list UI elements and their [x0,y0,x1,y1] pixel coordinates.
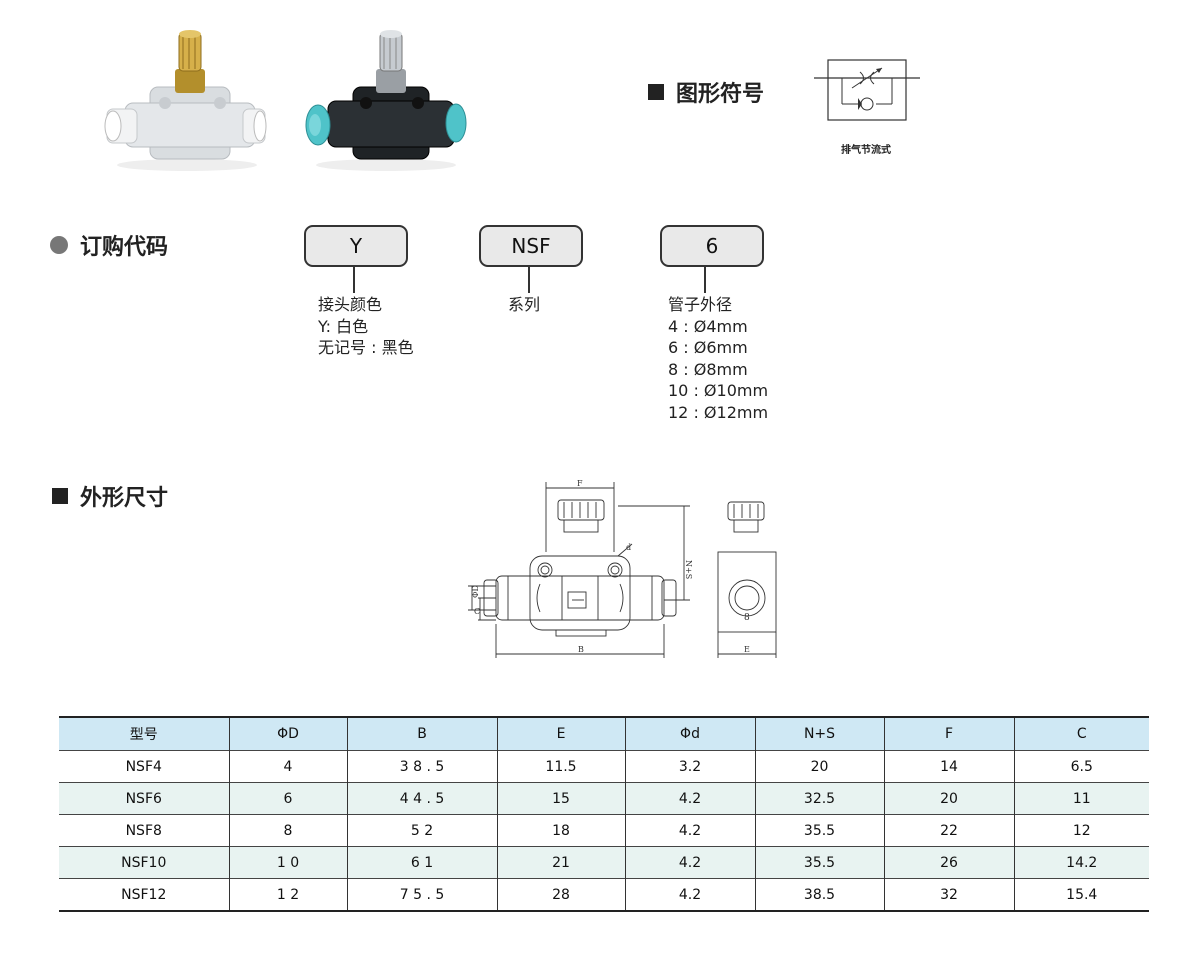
code-box-color: Y [304,225,408,267]
table-cell: 4 [228,750,347,783]
table-cell: 26 [883,846,1014,879]
spec-table: 型号 ΦD B E Φd N+S F C NSF4 4 3 8 . 5 11.5… [59,716,1149,912]
table-row: NSF10 1 0 6 1 21 4.2 35.5 26 14.2 [59,846,1149,879]
table-cell: 12 [1013,814,1149,847]
table-cell: 8 [228,814,347,847]
desc-line: 10 : Ø10mm [668,381,769,400]
desc-line: 接头颜色 [318,295,383,314]
table-header-cell: N+S [754,717,884,751]
table-header-cell: E [496,717,625,751]
table-cell: 6 1 [346,846,497,879]
table-cell: 4.2 [624,782,755,815]
product-photo-black [298,25,473,175]
table-header-row: 型号 ΦD B E Φd N+S F C [59,717,1149,751]
table-cell: 22 [883,814,1014,847]
square-bullet-icon [52,488,68,504]
table-cell: 5 2 [346,814,497,847]
table-cell: 18 [496,814,625,847]
table-cell: 35.5 [754,846,884,879]
table-cell: NSF12 [59,878,229,911]
dim-label-c: C [474,607,480,616]
table-cell: 3 8 . 5 [346,750,497,783]
symbol-caption: 排气节流式 [841,145,891,156]
code-connector-color [353,267,355,293]
dim-label-d: d [626,543,631,552]
dimension-title-text: 外形尺寸 [80,486,169,511]
table-cell: 15.4 [1013,878,1149,911]
table-header-cell: F [883,717,1014,751]
desc-line: 12 : Ø12mm [668,402,769,422]
desc-line: 无记号 : 黑色 [318,338,414,357]
table-cell: 20 [754,750,884,783]
symbol-section-title: 图形符号 [648,76,764,108]
symbol-title-text: 图形符号 [676,82,765,107]
table-cell: 20 [883,782,1014,815]
table-cell: 7 5 . 5 [346,878,497,911]
table-cell: 32 [883,878,1014,911]
table-row: NSF12 1 2 7 5 . 5 28 4.2 38.5 32 15.4 [59,878,1149,911]
desc-line: 系列 [508,295,541,314]
table-header-cell: 型号 [59,717,229,751]
code-desc-series: 系列 [508,294,540,316]
table-cell: 14 [883,750,1014,783]
code-connector-series [528,267,530,293]
desc-line: 管子外径 [668,295,733,314]
desc-line: Y: 白色 [318,316,369,336]
table-cell: 6 [228,782,347,815]
table-cell: NSF10 [59,846,229,879]
table-cell: 4 4 . 5 [346,782,497,815]
table-cell: NSF8 [59,814,229,847]
table-cell: NSF6 [59,782,229,815]
table-header-cell: Φd [624,717,755,751]
table-header-cell: C [1013,717,1149,751]
dim-label-D: ΦD [471,585,480,598]
table-cell: 4.2 [624,878,755,911]
circle-bullet-icon [50,236,68,254]
table-row: NSF6 6 4 4 . 5 15 4.2 32.5 20 11 [59,782,1149,815]
table-cell: NSF4 [59,750,229,783]
table-cell: 38.5 [754,878,884,911]
table-cell: 32.5 [754,782,884,815]
dim-label-b: B [578,645,584,654]
table-cell: 3.2 [624,750,755,783]
table-cell: 35.5 [754,814,884,847]
side-view-label: 8 [744,613,750,623]
table-cell: 15 [496,782,625,815]
flow-control-symbol [812,56,922,126]
table-cell: 1 0 [228,846,347,879]
desc-line: 6 : Ø6mm [668,338,748,357]
table-cell: 4.2 [624,846,755,879]
table-row: NSF4 4 3 8 . 5 11.5 3.2 20 14 6.5 [59,750,1149,783]
table-cell: 11.5 [496,750,625,783]
table-header-cell: B [346,717,497,751]
dimension-section-title: 外形尺寸 [52,480,168,512]
order-section-title: 订购代码 [50,229,168,261]
table-cell: 4.2 [624,814,755,847]
table-row: NSF8 8 5 2 18 4.2 35.5 22 12 [59,814,1149,847]
dim-label-ns: N+S [684,560,693,579]
table-cell: 28 [496,878,625,911]
table-cell: 6.5 [1013,750,1149,783]
code-connector-diameter [704,267,706,293]
table-cell: 1 2 [228,878,347,911]
code-desc-color: 接头颜色 Y: 白色 无记号 : 黑色 [318,294,414,359]
table-cell: 14.2 [1013,846,1149,879]
order-title-text: 订购代码 [80,235,169,260]
code-box-diameter: 6 [660,225,764,267]
square-bullet-icon [648,84,664,100]
dim-label-e: E [744,645,750,654]
desc-line: 8 : Ø8mm [668,359,748,379]
code-box-series: NSF [479,225,583,267]
code-desc-diameter: 管子外径 4 : Ø4mm 6 : Ø6mm 8 : Ø8mm 10 : Ø10… [668,294,768,423]
product-photo-white [95,25,275,175]
table-header-cell: ΦD [228,717,347,751]
table-cell: 11 [1013,782,1149,815]
dimension-drawing: d N+S F ΦD C B 8 E [450,474,790,664]
dim-label-f: F [577,479,583,488]
desc-line: 4 : Ø4mm [668,316,748,336]
table-cell: 21 [496,846,625,879]
